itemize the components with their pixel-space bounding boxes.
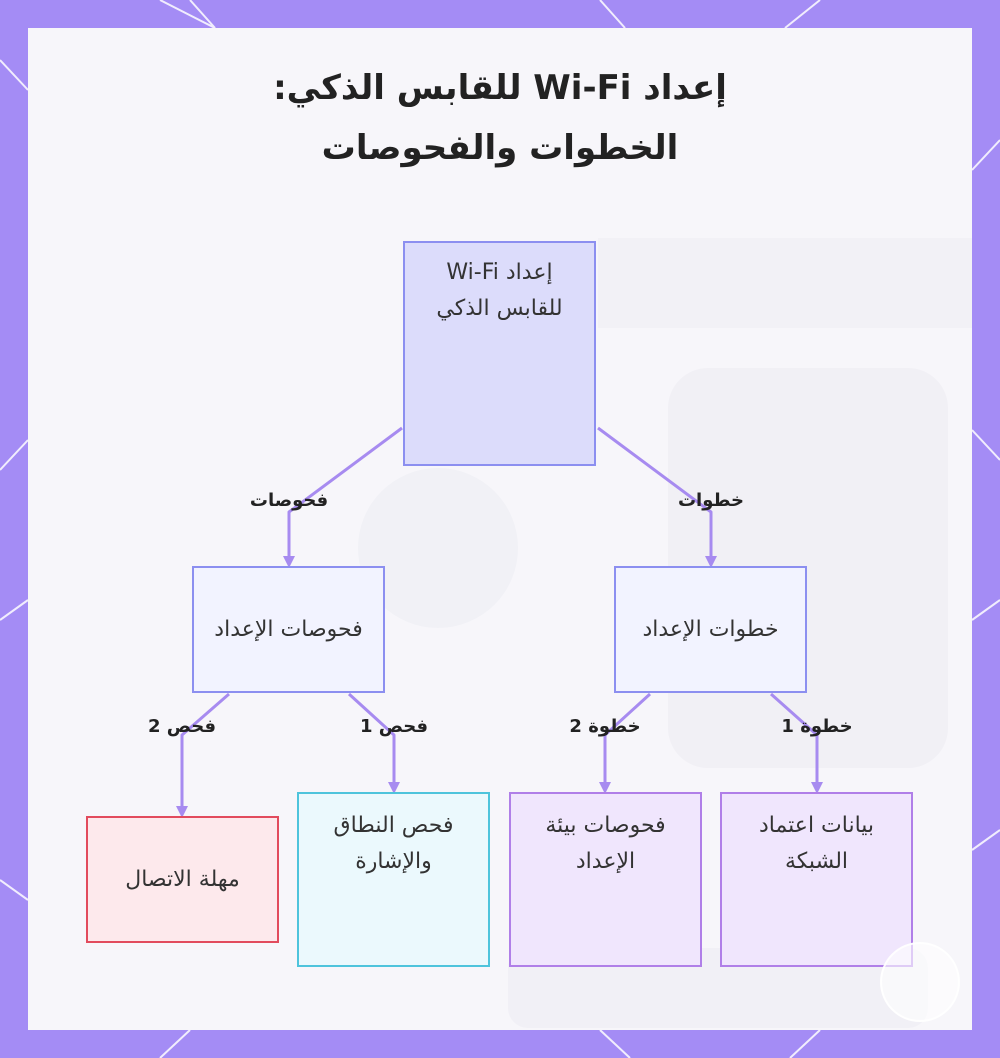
diagram-title: إعداد Wi-Fi للقابس الذكي: الخطوات والفحو… xyxy=(0,58,1000,178)
node-root-label: إعداد Wi-Fi للقابس الذكي xyxy=(436,260,563,321)
node-network-credentials-label: بيانات اعتماد الشبكة xyxy=(758,813,875,874)
node-setup-steps-label: خطوات الإعداد xyxy=(642,616,779,642)
node-connection-timeout: مهلة الاتصال xyxy=(86,816,279,943)
node-setup-checks-label: فحوصات الإعداد xyxy=(214,616,363,642)
watermark-badge xyxy=(880,942,960,1022)
edge-root-to-steps xyxy=(597,426,717,568)
node-range-signal-check-label: فحص النطاق والإشارة xyxy=(333,813,454,874)
background-shape xyxy=(598,238,972,328)
node-setup-steps: خطوات الإعداد xyxy=(614,566,807,693)
node-root: إعداد Wi-Fi للقابس الذكي xyxy=(403,241,596,466)
edge-label-step-1: خطوة 1 xyxy=(781,716,853,737)
edge-steps-to-credentials xyxy=(770,692,823,794)
edge-label-checks: فحوصات xyxy=(249,490,329,511)
node-environment-checks-label: فحوصات بيئة الإعداد xyxy=(545,813,666,874)
edge-label-check-1: فحص 1 xyxy=(359,716,429,737)
node-environment-checks: فحوصات بيئة الإعداد xyxy=(509,792,702,967)
title-line-1: إعداد Wi-Fi للقابس الذكي: xyxy=(273,68,727,108)
node-network-credentials: بيانات اعتماد الشبكة xyxy=(720,792,913,967)
title-line-2: الخطوات والفحوصات xyxy=(321,128,679,168)
node-range-signal-check: فحص النطاق والإشارة xyxy=(297,792,490,967)
edge-checks-to-range xyxy=(347,692,400,794)
edge-label-steps: خطوات xyxy=(677,490,745,511)
edge-steps-to-env-checks xyxy=(599,692,652,794)
edge-label-check-2: فحص 2 xyxy=(147,716,217,737)
edge-checks-to-timeout xyxy=(176,692,230,818)
edge-label-step-2: خطوة 2 xyxy=(569,716,641,737)
node-setup-checks: فحوصات الإعداد xyxy=(192,566,385,693)
edge-root-to-checks xyxy=(283,426,403,568)
node-connection-timeout-label: مهلة الاتصال xyxy=(125,866,240,892)
